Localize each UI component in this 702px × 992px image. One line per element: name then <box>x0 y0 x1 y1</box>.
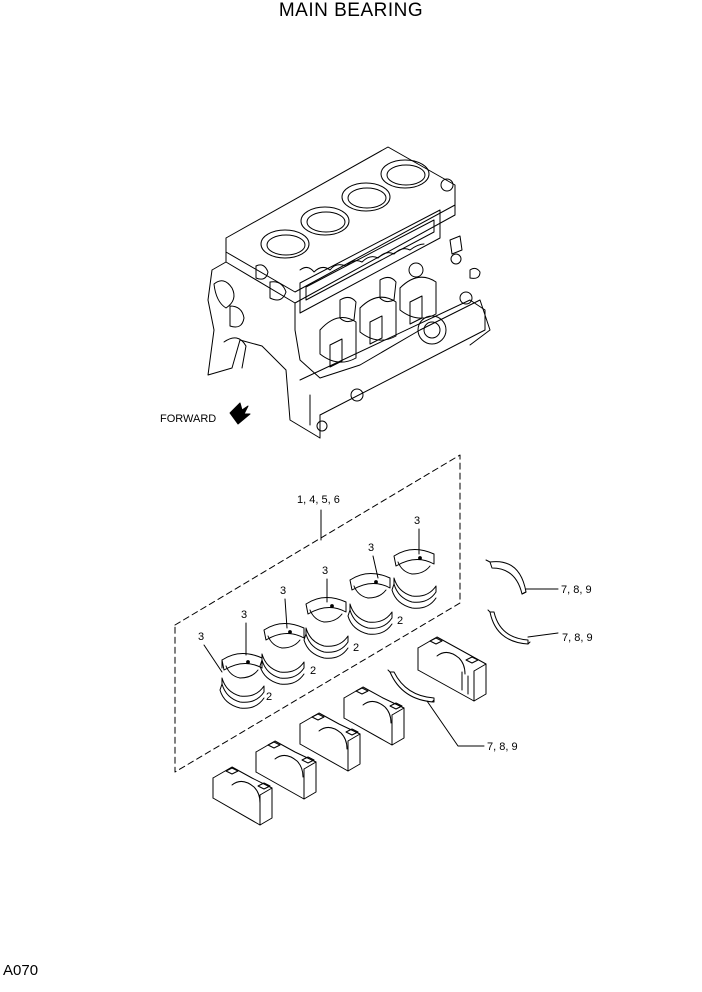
thrust-washers <box>387 559 531 703</box>
upper-bearing-shells <box>221 549 435 679</box>
shell-label-2c: 2 <box>353 642 359 654</box>
shell-label-3d: 3 <box>322 565 328 577</box>
page-title: MAIN BEARING <box>278 0 424 21</box>
shell-label-2d: 2 <box>397 615 403 627</box>
shell-label-3a: 3 <box>198 631 204 643</box>
shell-label-3e: 3 <box>368 542 374 554</box>
group-label: 1, 4, 5, 6 <box>297 494 340 506</box>
bearing-caps <box>212 636 487 826</box>
thrust-label-b: 7, 8, 9 <box>562 632 593 644</box>
thrust-leader-b <box>527 632 559 638</box>
thrust-label-a: 7, 8, 9 <box>561 584 592 596</box>
thrust-leader-c <box>426 700 485 747</box>
page-id: A070 <box>3 962 39 979</box>
lower-shell-labels: 2 2 2 2 <box>266 615 403 703</box>
upper-shell-labels: 3 3 3 3 3 3 <box>198 515 420 673</box>
forward-arrow-icon <box>229 402 251 425</box>
shell-label-3f: 3 <box>414 515 420 527</box>
shell-label-2b: 2 <box>310 665 316 677</box>
group-boundary <box>174 454 461 773</box>
lower-bearing-shells <box>219 577 437 709</box>
forward-label: FORWARD <box>160 413 216 425</box>
shell-label-3b: 3 <box>241 609 247 621</box>
thrust-label-c: 7, 8, 9 <box>487 741 518 753</box>
shell-label-2a: 2 <box>266 691 272 703</box>
shell-label-3c: 3 <box>280 585 286 597</box>
cylinder-block <box>207 146 491 439</box>
